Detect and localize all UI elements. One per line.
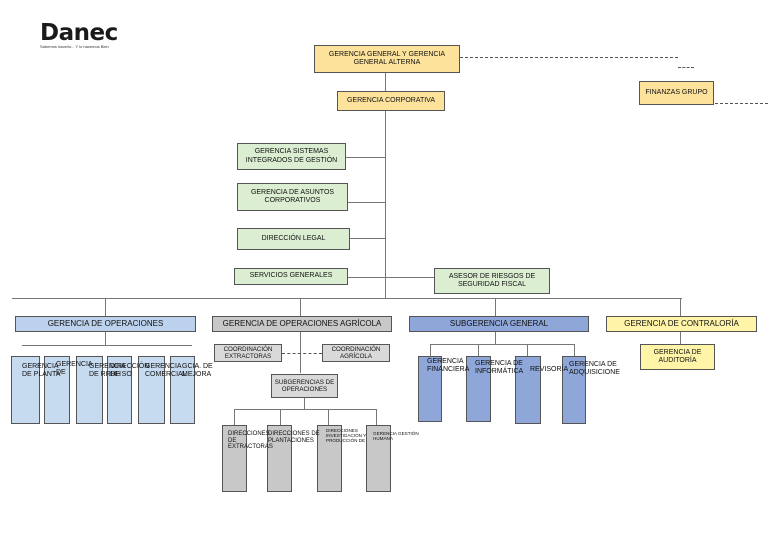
subgerencia-label: SUBGERENCIA GENERAL — [449, 319, 549, 329]
agricola-col — [317, 425, 342, 492]
connector — [105, 332, 106, 346]
operaciones-item: GERENCIA DE PLANTA — [22, 363, 61, 378]
operaciones-col — [170, 356, 195, 424]
connector — [495, 332, 496, 344]
operaciones-item: GERENCIA COMERCIAL — [145, 363, 187, 378]
connector — [348, 277, 436, 278]
agricola-col — [366, 425, 391, 492]
operaciones-item: DIRECCIÓN DE SO — [110, 363, 150, 378]
agricola-col — [222, 425, 247, 492]
subgerencia-col — [562, 356, 586, 424]
dashed-connector — [678, 67, 694, 68]
connector — [385, 73, 386, 298]
gerencia-corporativa-box: GERENCIA CORPORATIVA — [337, 91, 445, 111]
operaciones-item: GERENCIA DE RRHH — [89, 363, 126, 378]
contraloria-label: GERENCIA DE CONTRALORÍA — [624, 319, 739, 329]
operaciones-col — [11, 356, 40, 424]
connector — [574, 344, 575, 356]
subgerencia-col — [418, 356, 442, 422]
connector — [350, 238, 386, 239]
agricola-label: GERENCIA DE OPERACIONES AGRÍCOLA — [222, 319, 382, 329]
subgerencia-item: GERENCIA FINANCIERA — [427, 358, 470, 373]
operaciones-col — [76, 356, 103, 424]
subgerencia-item: REVISORÍA — [530, 366, 569, 373]
connector — [105, 298, 106, 316]
finanzas-grupo-box: FINANZAS GRUPO — [639, 81, 714, 105]
connector — [300, 332, 301, 373]
riesgos-label: ASESOR DE RIESGOS DE SEGURIDAD FISCAL — [448, 272, 536, 288]
dashed-connector — [715, 103, 768, 104]
legal-label: DIRECCIÓN LEGAL — [261, 234, 326, 242]
contraloria-box: GERENCIA DE CONTRALORÍA — [606, 316, 757, 332]
agricola-item: DIRECCIONES DE PLANTACIONES — [268, 431, 320, 444]
subgerencia-item: GERENCIA DE INFORMÁTICA — [475, 360, 524, 375]
asuntos-box: GERENCIA DE ASUNTOS CORPORATIVOS — [237, 183, 348, 211]
connector — [478, 344, 479, 356]
agricola-item: GERENCIA GESTIÓN HUMANA — [373, 431, 419, 442]
gerencia-general-box: GERENCIA GENERAL Y GERENCIA GENERAL ALTE… — [314, 45, 460, 73]
finanzas-grupo-label: FINANZAS GRUPO — [645, 88, 708, 96]
gerencia-general-label: GERENCIA GENERAL Y GERENCIA GENERAL ALTE… — [328, 50, 446, 66]
servicios-box: SERVICIOS GENERALES — [234, 268, 348, 285]
asuntos-label: GERENCIA DE ASUNTOS CORPORATIVOS — [250, 188, 335, 204]
subgerencias-box: SUBGERENCIAS DE OPERACIONES — [271, 374, 338, 398]
agricola-box: GERENCIA DE OPERACIONES AGRÍCOLA — [212, 316, 392, 332]
dashed-connector — [460, 57, 678, 58]
coord-extractoras-box: COORDINACIÓN EXTRACTORAS — [214, 344, 282, 362]
connector — [348, 202, 386, 203]
agricola-item: DIRECCIONES INVESTIGACIÓN Y PRODUCCIÓN D… — [326, 428, 367, 444]
connector — [527, 344, 528, 356]
connector — [328, 409, 329, 425]
subgerencia-box: SUBGERENCIA GENERAL — [409, 316, 589, 332]
agricola-item: DIRECCIONES DE EXTRACTORAS — [228, 431, 273, 451]
connector — [304, 398, 305, 409]
danec-logo: Danec Sabemos hacerlo... Y lo hacemos Bi… — [40, 20, 118, 49]
connector — [234, 409, 235, 425]
coord-agricola-label: COORDINACIÓN AGRÍCOLA — [331, 345, 381, 360]
servicios-label: SERVICIOS GENERALES — [249, 272, 333, 280]
gerencia-corporativa-label: GERENCIA CORPORATIVA — [346, 96, 436, 104]
sistemas-label: GERENCIA SISTEMAS INTEGRADOS DE GESTIÓN — [245, 148, 338, 164]
operaciones-box: GERENCIA DE OPERACIONES — [15, 316, 196, 332]
connector — [22, 345, 192, 346]
connector — [280, 409, 281, 425]
logo-tagline: Sabemos hacerlo... Y lo hacemos Bien — [40, 44, 109, 49]
connector — [234, 409, 376, 410]
agricola-col — [267, 425, 292, 492]
coord-agricola-box: COORDINACIÓN AGRÍCOLA — [322, 344, 390, 362]
logo-brand: Danec — [40, 20, 118, 46]
sistemas-box: GERENCIA SISTEMAS INTEGRADOS DE GESTIÓN — [237, 143, 346, 170]
connector — [495, 298, 496, 316]
auditoria-label: GERENCIA DE AUDITORÍA — [653, 348, 702, 364]
auditoria-box: GERENCIA DE AUDITORÍA — [640, 344, 715, 370]
operaciones-col — [44, 356, 70, 424]
connector — [346, 157, 386, 158]
coord-extractoras-label: COORDINACIÓN EXTRACTORAS — [223, 345, 273, 360]
operaciones-col — [138, 356, 165, 424]
operaciones-item: GCIA. DE MEJORA — [182, 363, 213, 378]
dashed-connector — [282, 353, 322, 354]
subgerencia-col — [466, 356, 491, 422]
operaciones-label: GERENCIA DE OPERACIONES — [47, 319, 164, 329]
connector — [430, 344, 575, 345]
operaciones-item: GERENCIA DE — [56, 361, 93, 376]
connector — [300, 298, 301, 316]
connector — [430, 344, 431, 356]
connector — [680, 298, 681, 316]
riesgos-box: ASESOR DE RIESGOS DE SEGURIDAD FISCAL — [434, 268, 550, 294]
subgerencias-label: SUBGERENCIAS DE OPERACIONES — [274, 378, 335, 393]
connector — [680, 332, 681, 344]
legal-box: DIRECCIÓN LEGAL — [237, 228, 350, 250]
connector — [12, 298, 682, 299]
subgerencia-item: GERENCIA DE ADQUISICIONE — [569, 361, 620, 376]
subgerencia-col — [515, 356, 541, 424]
connector — [376, 409, 377, 425]
operaciones-col — [107, 356, 132, 424]
